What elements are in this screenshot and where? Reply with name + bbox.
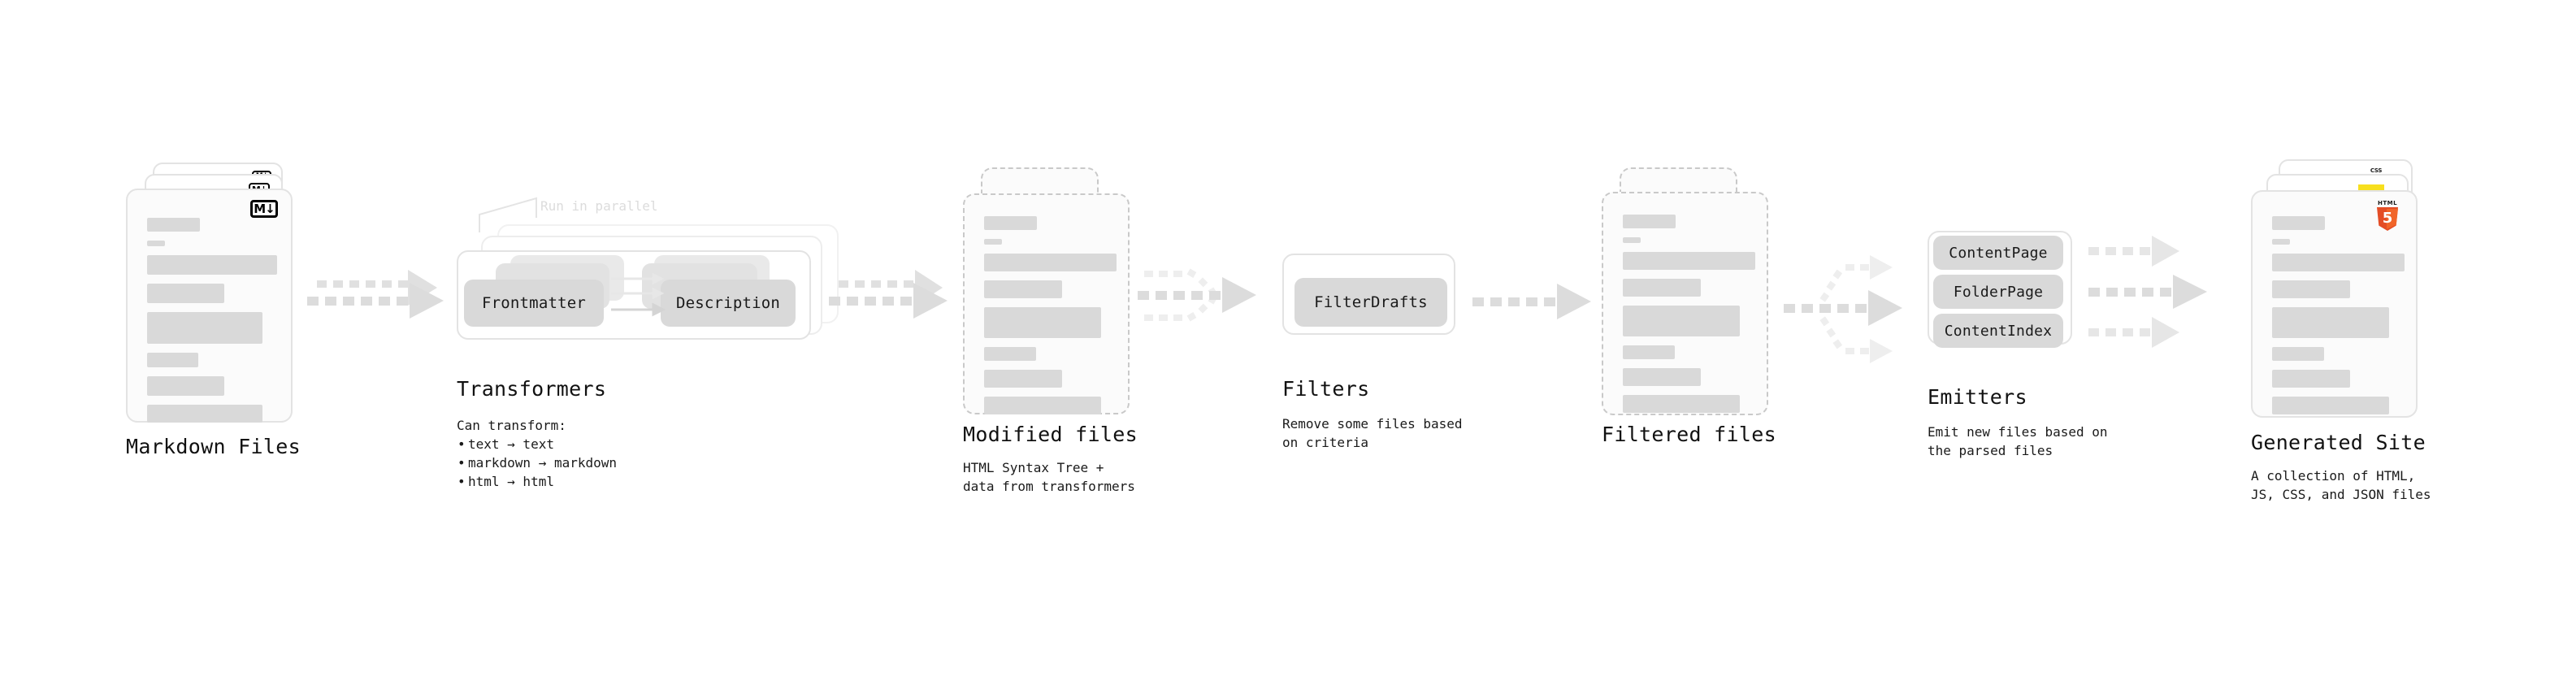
- content-bar: [984, 239, 1002, 245]
- arrow-emitters-to-site: [2088, 236, 2207, 348]
- content-bar: [147, 241, 165, 246]
- css-label: CSS: [2370, 167, 2383, 174]
- filtered-file-content: [1623, 215, 1755, 422]
- content-bar: [984, 397, 1101, 414]
- markdown-files-stack: M↓ M↓ M↓: [126, 163, 313, 431]
- list-item: text → text: [457, 435, 617, 453]
- stage-title-modified-files: Modified files: [963, 423, 1138, 446]
- modified-file-content: [984, 216, 1117, 423]
- content-bar: [2272, 254, 2405, 271]
- transformers-list: text → text markdown → markdown html → h…: [457, 435, 617, 491]
- stage-title-filtered-files: Filtered files: [1602, 423, 1776, 446]
- stage-title-transformers: Transformers: [457, 377, 607, 401]
- content-bar: [147, 284, 224, 303]
- content-bar: [147, 353, 198, 367]
- content-bar: [1623, 237, 1641, 243]
- content-bar: [147, 405, 262, 423]
- html5-five: 5: [2382, 210, 2393, 227]
- content-bar: [2272, 216, 2325, 230]
- arrow-transformers-to-modified: [829, 270, 948, 319]
- parallel-label: Run in parallel: [540, 198, 658, 214]
- transformer-node-description[interactable]: Description: [661, 280, 796, 327]
- generated-site-stack: CSS HTML 5: [2251, 159, 2446, 436]
- html5-wordmark: HTML: [2377, 200, 2398, 206]
- content-bar: [984, 307, 1101, 338]
- transformer-internal-arrows: [611, 272, 666, 317]
- stage-title-generated-site: Generated Site: [2251, 431, 2426, 454]
- transformers-list-header: Can transform:: [457, 418, 566, 433]
- content-bar: [1623, 368, 1701, 386]
- content-bar: [984, 347, 1036, 361]
- filter-node-filterdrafts[interactable]: FilterDrafts: [1295, 278, 1447, 327]
- html5-icon: HTML 5: [2375, 200, 2400, 231]
- content-bar: [1623, 215, 1676, 228]
- arrow-modified-to-filters: [1138, 268, 1256, 322]
- stage-title-filters: Filters: [1282, 377, 1370, 401]
- emitter-node-contentindex[interactable]: ContentIndex: [1933, 314, 2063, 348]
- stage-title-emitters: Emitters: [1928, 385, 2027, 409]
- modified-file-card-front: [963, 193, 1130, 414]
- parallel-bracket: [479, 197, 537, 232]
- content-bar: [984, 370, 1062, 388]
- filtered-file-card-front: [1602, 192, 1768, 415]
- emitters-description: Emit new files based on the parsed files: [1928, 424, 2108, 458]
- stage-title-markdown-files: Markdown Files: [126, 435, 301, 458]
- content-bar: [1623, 279, 1701, 297]
- transformers-description: Can transform: text → text markdown → ma…: [457, 416, 617, 491]
- modified-files-description: HTML Syntax Tree + data from transformer…: [963, 460, 1135, 494]
- arrow-filters-to-filtered: [1472, 284, 1591, 319]
- emitter-node-folderpage[interactable]: FolderPage: [1933, 275, 2063, 309]
- content-bar: [2272, 347, 2324, 361]
- content-bar: [984, 216, 1037, 230]
- list-item: html → html: [457, 472, 617, 491]
- filters-description: Remove some files based on criteria: [1282, 416, 1463, 450]
- site-file-content: [2272, 216, 2405, 423]
- content-bar: [2272, 239, 2290, 245]
- markdown-icon: M↓: [250, 200, 278, 218]
- html5-shield-inner: [2387, 209, 2398, 229]
- content-bar: [147, 376, 224, 396]
- content-bar: [1623, 395, 1740, 413]
- content-bar: [2272, 280, 2350, 298]
- filtered-files-stack: [1602, 167, 1789, 436]
- arrow-markdown-to-transformers: [307, 270, 444, 319]
- list-item: markdown → markdown: [457, 453, 617, 472]
- site-file-card-html: HTML 5: [2251, 190, 2418, 418]
- content-bar: [147, 218, 200, 232]
- modified-files-stack: [963, 167, 1150, 436]
- markdown-file-content: [147, 218, 277, 432]
- content-bar: [147, 312, 262, 344]
- emitter-node-contentpage[interactable]: ContentPage: [1933, 236, 2063, 270]
- content-bar: [1623, 306, 1740, 336]
- generated-site-description: A collection of HTML, JS, CSS, and JSON …: [2251, 468, 2431, 502]
- transformer-node-frontmatter[interactable]: Frontmatter: [464, 280, 604, 327]
- content-bar: [2272, 397, 2389, 414]
- content-bar: [1623, 345, 1675, 359]
- content-bar: [2272, 307, 2389, 338]
- content-bar: [1623, 252, 1755, 270]
- content-bar: [984, 254, 1117, 271]
- content-bar: [2272, 370, 2350, 388]
- content-bar: [984, 280, 1062, 298]
- arrow-filtered-to-emitters: [1784, 255, 1902, 363]
- markdown-file-card-front: M↓: [126, 189, 293, 423]
- content-bar: [147, 255, 277, 275]
